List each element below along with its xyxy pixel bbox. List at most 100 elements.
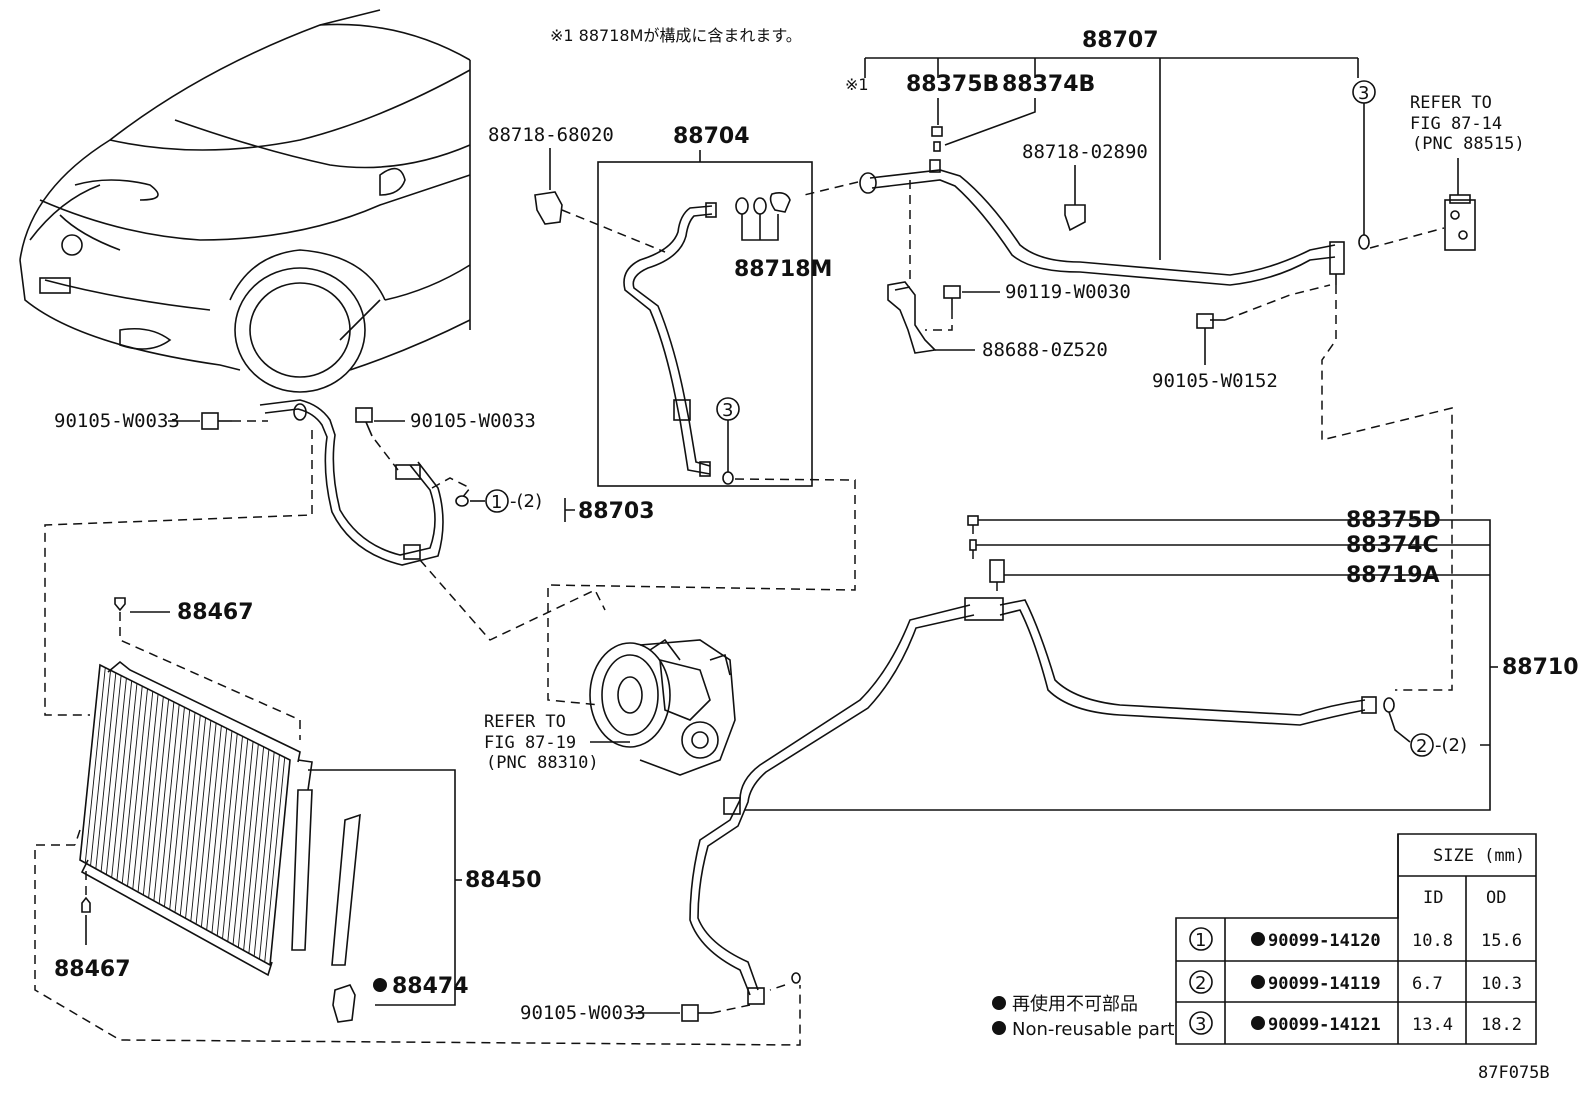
bolt-90105-w0033-mid-drawing <box>355 407 373 437</box>
dash-bolt-bottom <box>711 1004 751 1014</box>
bracket-88710 <box>745 519 1491 811</box>
dash-88703-to-condenser <box>44 430 313 716</box>
legend-en: Non-reusable part <box>1012 1019 1174 1040</box>
row-number-circle <box>1189 970 1213 994</box>
receiver-tank-drawing <box>291 759 313 951</box>
row-number: 1 <box>1195 930 1206 951</box>
callout-3-top-num: 3 <box>1358 83 1369 104</box>
row-part-number: 90099-14121 <box>1268 1015 1381 1035</box>
dash-bolt-mid <box>374 439 399 471</box>
bracket-88450 <box>308 769 456 1006</box>
condenser-fin-line <box>158 704 180 904</box>
callout-2-num: 2 <box>1416 736 1427 757</box>
non-reusable-dot <box>1251 1016 1265 1030</box>
label-88707: 88707 <box>1082 28 1159 53</box>
cushion-88467-bottom <box>81 896 91 913</box>
condenser-fin-line <box>269 759 291 966</box>
clamp-88718-68020 <box>534 191 563 225</box>
condenser-fin-line <box>243 746 265 951</box>
expansion-valve-drawing <box>1444 194 1476 251</box>
non-reusable-dot <box>1251 932 1265 946</box>
leaders-88710-group <box>976 519 1425 576</box>
label-88375b: 88375B <box>906 72 999 97</box>
figure-code: 87F075B <box>1478 1063 1550 1083</box>
dash-pipe-to-ring <box>431 477 472 499</box>
condenser-fin-line <box>90 670 112 866</box>
condenser-fin-line <box>216 733 238 936</box>
condenser-fin-line <box>185 717 207 919</box>
condenser-fin-line <box>237 744 259 948</box>
condenser-fin-line <box>174 712 196 913</box>
condenser-fin-line <box>211 730 233 933</box>
condenser-fin-line <box>79 664 101 861</box>
condenser-fin-line <box>100 675 122 872</box>
refer-to-87-19-line2: FIG 87-19 <box>484 733 576 753</box>
bracket-88707 <box>864 57 1359 260</box>
condenser-fins <box>79 664 291 966</box>
label-90105-w0033-bottom: 90105-W0033 <box>520 1002 646 1024</box>
callout-1-num: 1 <box>491 492 502 513</box>
condenser-fin-line <box>248 749 270 954</box>
dash-condenser-to-88710 <box>34 844 801 1046</box>
o-ring-88710 <box>1383 697 1395 713</box>
callout-circle-2 <box>1410 733 1434 757</box>
callout-1-qty: -(2) <box>510 491 542 512</box>
suction-hose-88707-drawing <box>859 159 1345 286</box>
label-88718-02890: 88718-02890 <box>1022 141 1148 163</box>
liquid-pipe-88703-drawing <box>259 399 444 566</box>
valve-core-88374b <box>933 141 941 152</box>
dash-bolt-to-bracket <box>925 310 953 331</box>
condenser-fin-line <box>132 691 154 890</box>
condenser-fin-line <box>169 709 191 910</box>
vehicle-illustration <box>19 9 471 393</box>
callout-circle-1 <box>485 489 509 513</box>
label-88719a: 88719A <box>1346 563 1440 588</box>
dash-88707-to-88704 <box>799 181 859 197</box>
row-outer-diameter: 10.3 <box>1481 974 1522 994</box>
discharge-hose-88704-drawing <box>623 202 717 477</box>
row-outer-diameter: 18.2 <box>1481 1015 1522 1035</box>
row-inner-diameter: 6.7 <box>1412 974 1443 994</box>
refer-to-87-19-line1: REFER TO <box>484 712 566 732</box>
dash-88704-to-compressor <box>547 478 856 706</box>
o-ring-88718m-b <box>753 197 767 215</box>
compressor-drawing <box>589 638 736 776</box>
row-number-circle <box>1189 1011 1213 1035</box>
o-ring-88704 <box>722 471 734 485</box>
legend-dot-jp <box>992 996 1006 1010</box>
label-88718-68020: 88718-68020 <box>488 124 614 146</box>
bracket-88718m <box>741 214 779 241</box>
bolt-90105-w0033-bottom-drawing <box>681 1004 712 1022</box>
cap-88375b <box>931 126 943 137</box>
label-88467-bottom: 88467 <box>54 957 131 982</box>
row-part-number: 90099-14120 <box>1268 931 1381 951</box>
clamp-88718-02890 <box>1064 204 1086 232</box>
o-ring-top <box>1358 234 1370 250</box>
condenser-fin-line <box>190 720 212 922</box>
table-header-od: OD <box>1486 888 1506 908</box>
bolt-90105-w0033-left-drawing <box>201 412 232 430</box>
condenser-fin-line <box>200 725 222 928</box>
label-88688-0z520: 88688-0Z520 <box>982 339 1108 361</box>
row-number-circle <box>1189 927 1213 951</box>
box-88704 <box>597 161 813 487</box>
label-90105-w0033-mid: 90105-W0033 <box>410 410 536 432</box>
dash-ring-to-valve <box>1369 227 1445 249</box>
row-outer-diameter: 15.6 <box>1481 931 1522 951</box>
condenser-fin-line <box>137 693 159 893</box>
refer-to-87-19-line3: (PNC 88310) <box>486 753 599 773</box>
condenser-fin-line <box>142 696 164 896</box>
condenser-fin-line <box>84 667 106 863</box>
o-ring-88710-bottom <box>791 972 801 984</box>
bolt-90105-w0152-drawing <box>1196 313 1225 329</box>
row-number: 2 <box>1195 973 1206 994</box>
non-reusable-dot-88474 <box>373 978 387 992</box>
label-90105-w0152: 90105-W0152 <box>1152 370 1278 392</box>
label-88474: 88474 <box>392 974 469 999</box>
